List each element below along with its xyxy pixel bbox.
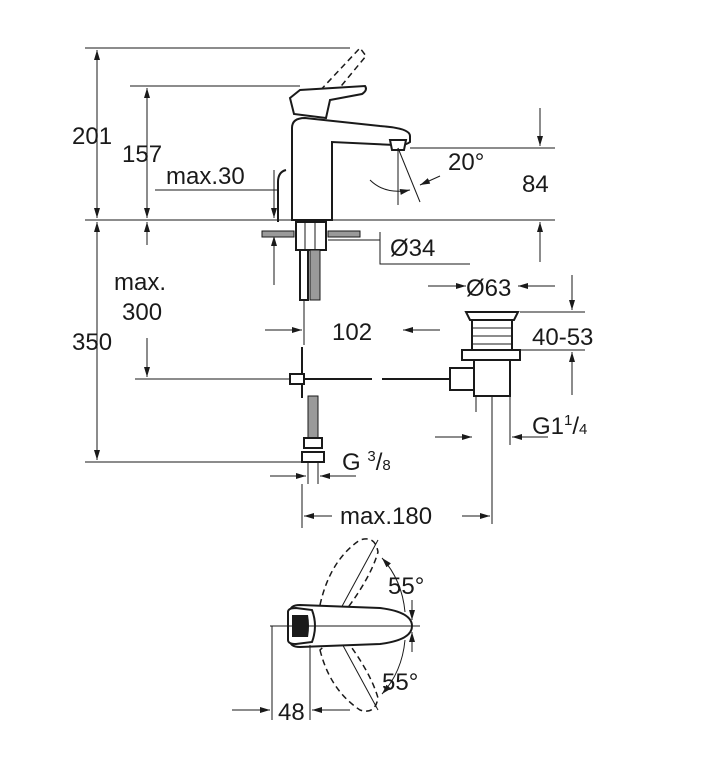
mounting-shank xyxy=(295,221,327,251)
faucet-lever xyxy=(288,84,367,120)
label-max180: max.180 xyxy=(340,503,432,530)
rotation-line-bottom xyxy=(339,639,379,711)
hose-nut-2 xyxy=(301,451,325,463)
label-g1-1-4: G11/4 xyxy=(532,412,587,440)
side-view xyxy=(85,46,585,528)
worktop-section-left xyxy=(261,230,295,238)
spout-aerator xyxy=(388,139,408,151)
waste-body xyxy=(471,319,513,351)
faucet-body xyxy=(291,116,411,221)
label-48: 48 xyxy=(278,699,305,726)
label-g-3-8: G 3/8 xyxy=(342,448,391,476)
label-201: 201 xyxy=(72,123,112,150)
pop-up-rod xyxy=(277,169,287,222)
supply-hose-right xyxy=(309,249,321,301)
label-angle-55-bottom: 55° xyxy=(382,669,418,696)
worktop-section-right xyxy=(327,230,361,238)
waste-nut xyxy=(461,349,521,361)
angle-20-leader xyxy=(419,175,441,186)
label-angle-55-top: 55° xyxy=(388,573,424,600)
lever-left-rotated xyxy=(319,538,379,620)
label-dia63: Ø63 xyxy=(466,275,511,302)
lever-right-rotated xyxy=(319,630,379,712)
hose-nut xyxy=(303,437,323,449)
label-157: 157 xyxy=(122,141,162,168)
label-350: 350 xyxy=(72,329,112,356)
supply-hose-left xyxy=(299,249,309,301)
top-view xyxy=(232,538,420,720)
label-84: 84 xyxy=(522,171,549,198)
spout-angle-line xyxy=(397,147,421,203)
angle-55-top-arc xyxy=(381,557,406,613)
label-angle-20: 20° xyxy=(448,149,484,176)
label-max30: max.30 xyxy=(166,163,245,190)
angle-20-arc xyxy=(369,179,411,195)
label-dia34: Ø34 xyxy=(390,235,435,262)
label-102: 102 xyxy=(332,319,372,346)
waste-tailpiece xyxy=(473,359,511,397)
label-max: max. xyxy=(114,269,166,296)
linkage-clip xyxy=(289,373,305,385)
dimension-labels: 201 157 max.30 20° 84 Ø34 max. 300 350 Ø… xyxy=(72,123,593,726)
rotation-line-top xyxy=(339,539,379,611)
angle-55-bottom-arc xyxy=(381,639,406,695)
label-40-53: 40-53 xyxy=(532,324,593,351)
label-300: 300 xyxy=(122,299,162,326)
waste-flange xyxy=(464,311,520,321)
supply-hose-lower xyxy=(307,395,319,439)
waste-pivot xyxy=(449,367,475,391)
dia34-leader-bend xyxy=(379,232,470,265)
